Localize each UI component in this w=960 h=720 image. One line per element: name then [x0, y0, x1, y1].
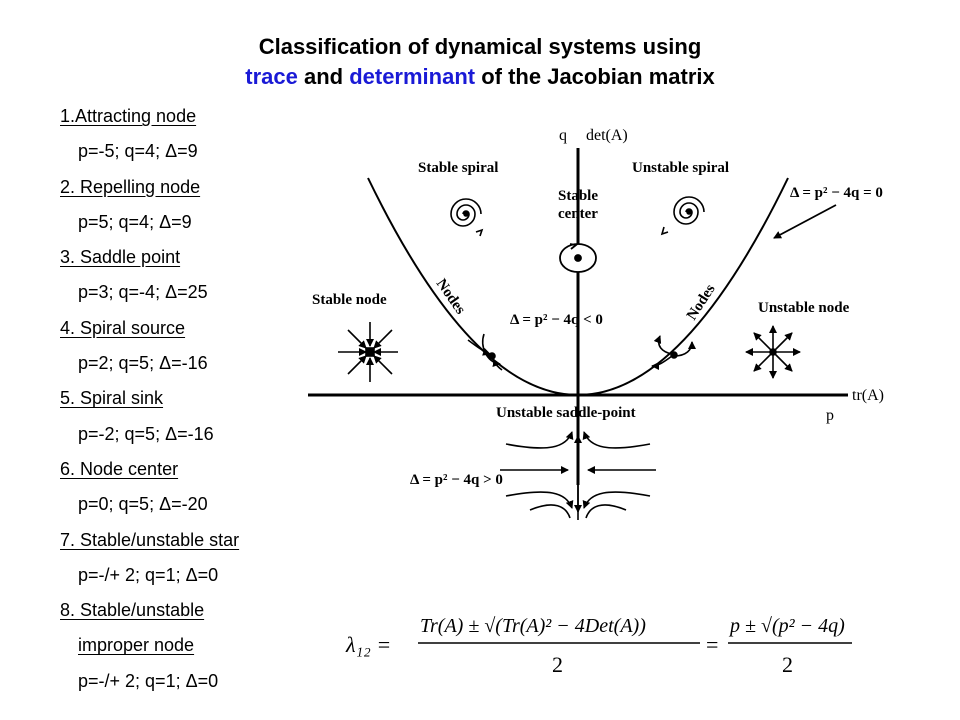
inside-equation-label: Δ = p² − 4q < 0 — [510, 312, 603, 328]
list-item: 5. Spiral sink — [60, 388, 164, 409]
unstable-spiral-label: Unstable spiral — [632, 160, 729, 176]
title-and: and — [297, 64, 350, 89]
parabola-curve — [367, 177, 789, 396]
below-equation-label: Δ = p² − 4q > 0 — [410, 472, 503, 488]
list-item: 1.Attracting node — [60, 106, 197, 126]
list-item: p=-/+ 2; q=1; Δ=0 — [78, 564, 219, 585]
unstable-spiral-icon — [660, 196, 705, 236]
list-item: p=0; q=5; Δ=-20 — [78, 494, 208, 515]
list-item: p=3; q=-4; Δ=25 — [78, 282, 208, 303]
parabola-equation-label: Δ = p² − 4q = 0 — [790, 185, 883, 201]
nodes-right-label: Nodes — [684, 281, 719, 323]
stable-center-label-1: Stable — [558, 188, 598, 204]
list-item: p=-5; q=4; Δ=9 — [78, 141, 198, 162]
list-item: p=2; q=5; Δ=-16 — [78, 353, 208, 374]
list-item: p=-2; q=5; Δ=-16 — [78, 423, 214, 444]
y-axis-det-label: det(A) — [586, 127, 628, 144]
center-icon — [559, 243, 597, 273]
stable-node-icon — [338, 322, 398, 382]
list-item: 3. Saddle point — [60, 247, 181, 268]
list-item: 4. Spiral source — [60, 317, 186, 338]
x-axis-tr-label: tr(A) — [852, 387, 884, 404]
saddle-point-label: Unstable saddle-point — [496, 405, 636, 421]
stable-improper-node-icon — [467, 333, 503, 371]
list-item: 8. Stable/unstable — [60, 600, 205, 621]
title-line-2: trace and determinant of the Jacobian ma… — [0, 64, 960, 90]
title-determinant: determinant — [349, 64, 476, 89]
y-axis-q-label: q — [559, 127, 567, 144]
title-rest: of the Jacobian matrix — [475, 64, 715, 89]
unstable-node-label: Unstable node — [758, 300, 850, 316]
parabola-pointer-arrow — [773, 204, 837, 239]
unstable-improper-node-icon — [651, 335, 696, 370]
x-axis-p-label: p — [826, 407, 834, 424]
list-item: p=-/+ 2; q=1; Δ=0 — [78, 670, 219, 691]
nodes-left-label: Nodes — [433, 276, 469, 317]
list-item: improper node — [78, 635, 195, 656]
list-item: p=5; q=4; Δ=9 — [78, 211, 192, 232]
list-item: 6. Node center — [60, 458, 179, 479]
list-item: 7. Stable/unstable star — [60, 529, 240, 550]
stable-spiral-icon — [450, 198, 484, 237]
title-trace: trace — [245, 64, 298, 89]
stable-node-label: Stable node — [312, 292, 387, 308]
classification-list: 1.Attracting node p=-5; q=4; Δ=9 2. Repe… — [60, 102, 310, 702]
title-line-1: Classification of dynamical systems usin… — [258, 34, 702, 59]
stable-spiral-label: Stable spiral — [418, 160, 498, 176]
saddle-point-icon — [500, 431, 656, 520]
list-item: 2. Repelling node — [60, 176, 201, 197]
stable-center-label-2: center — [558, 206, 598, 222]
unstable-node-icon — [745, 325, 801, 379]
